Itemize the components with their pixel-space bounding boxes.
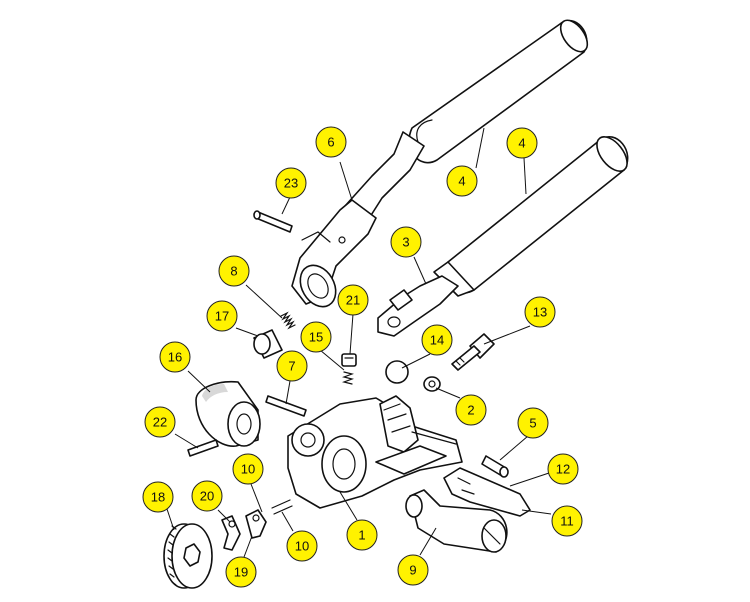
callout-8-label: 8 [230,264,237,279]
callout-2: 2 [455,394,487,426]
callout-20-label: 20 [200,489,214,504]
callout-3: 3 [390,226,422,258]
callout-1-label: 1 [358,528,365,543]
part-15-spring [341,371,355,385]
part-8-spring [280,311,296,330]
callout-7-label: 7 [288,359,295,374]
part-18-gear [163,523,213,589]
part-9-cam [405,489,508,553]
callout-23-label: 23 [284,176,298,191]
callout-14-label: 14 [430,333,444,348]
callout-10b-label: 10 [295,539,309,554]
callout-11: 11 [551,505,583,537]
callout-15-label: 15 [309,330,323,345]
callout-6-label: 6 [327,135,334,150]
part-16-barrel [195,380,261,447]
callout-19-label: 19 [234,565,248,580]
part-10-pins [271,499,293,515]
callout-9: 9 [397,554,429,586]
part-13-bolt [451,333,495,371]
callout-4a: 4 [446,165,478,197]
part-lower-handle [377,136,629,337]
callout-17-label: 17 [215,309,229,324]
callout-4a-label: 4 [458,174,465,189]
callout-13-label: 13 [533,305,547,320]
part-11-blade [443,467,531,517]
callout-11-label: 11 [560,514,574,529]
callout-20: 20 [191,480,223,512]
callout-23: 23 [275,167,307,199]
callout-6: 6 [315,126,347,158]
callout-1: 1 [346,519,378,551]
callout-5-label: 5 [529,416,536,431]
part-14-ball [385,360,409,384]
callout-21-label: 21 [346,293,360,308]
callout-13: 13 [524,296,556,328]
part-19-clip [245,509,267,539]
callout-12: 12 [547,453,579,485]
callout-10a: 10 [232,453,264,485]
part-23-pin [253,210,293,233]
callout-16-label: 16 [168,350,182,365]
part-22-pin [187,439,219,457]
leader-lines [166,127,552,558]
callout-17: 17 [206,300,238,332]
callout-7: 7 [276,350,308,382]
callout-9-label: 9 [409,563,416,578]
part-17-collar [253,329,283,359]
callout-10b: 10 [286,530,318,562]
part-1-body [287,395,463,509]
callout-22-label: 22 [153,415,167,430]
callout-15: 15 [300,321,332,353]
part-5-pin [481,455,509,478]
callout-4b: 4 [506,127,538,159]
part-7-pin [265,395,307,417]
callout-12-label: 12 [556,462,570,477]
part-2-washer [423,376,441,392]
part-20-clip [221,515,241,551]
callout-4b-label: 4 [518,136,525,151]
callout-16: 16 [159,341,191,373]
part-upper-handle [291,19,589,308]
callout-14: 14 [421,324,453,356]
callout-19: 19 [225,556,257,588]
callout-21: 21 [337,284,369,316]
callout-18: 18 [142,481,174,513]
callout-3-label: 3 [402,235,409,250]
callout-8: 8 [218,255,250,287]
callout-10a-label: 10 [241,462,255,477]
callout-18-label: 18 [151,490,165,505]
callout-5: 5 [517,407,549,439]
callout-2-label: 2 [467,403,474,418]
callout-22: 22 [144,406,176,438]
part-21-setscrew [341,353,357,367]
